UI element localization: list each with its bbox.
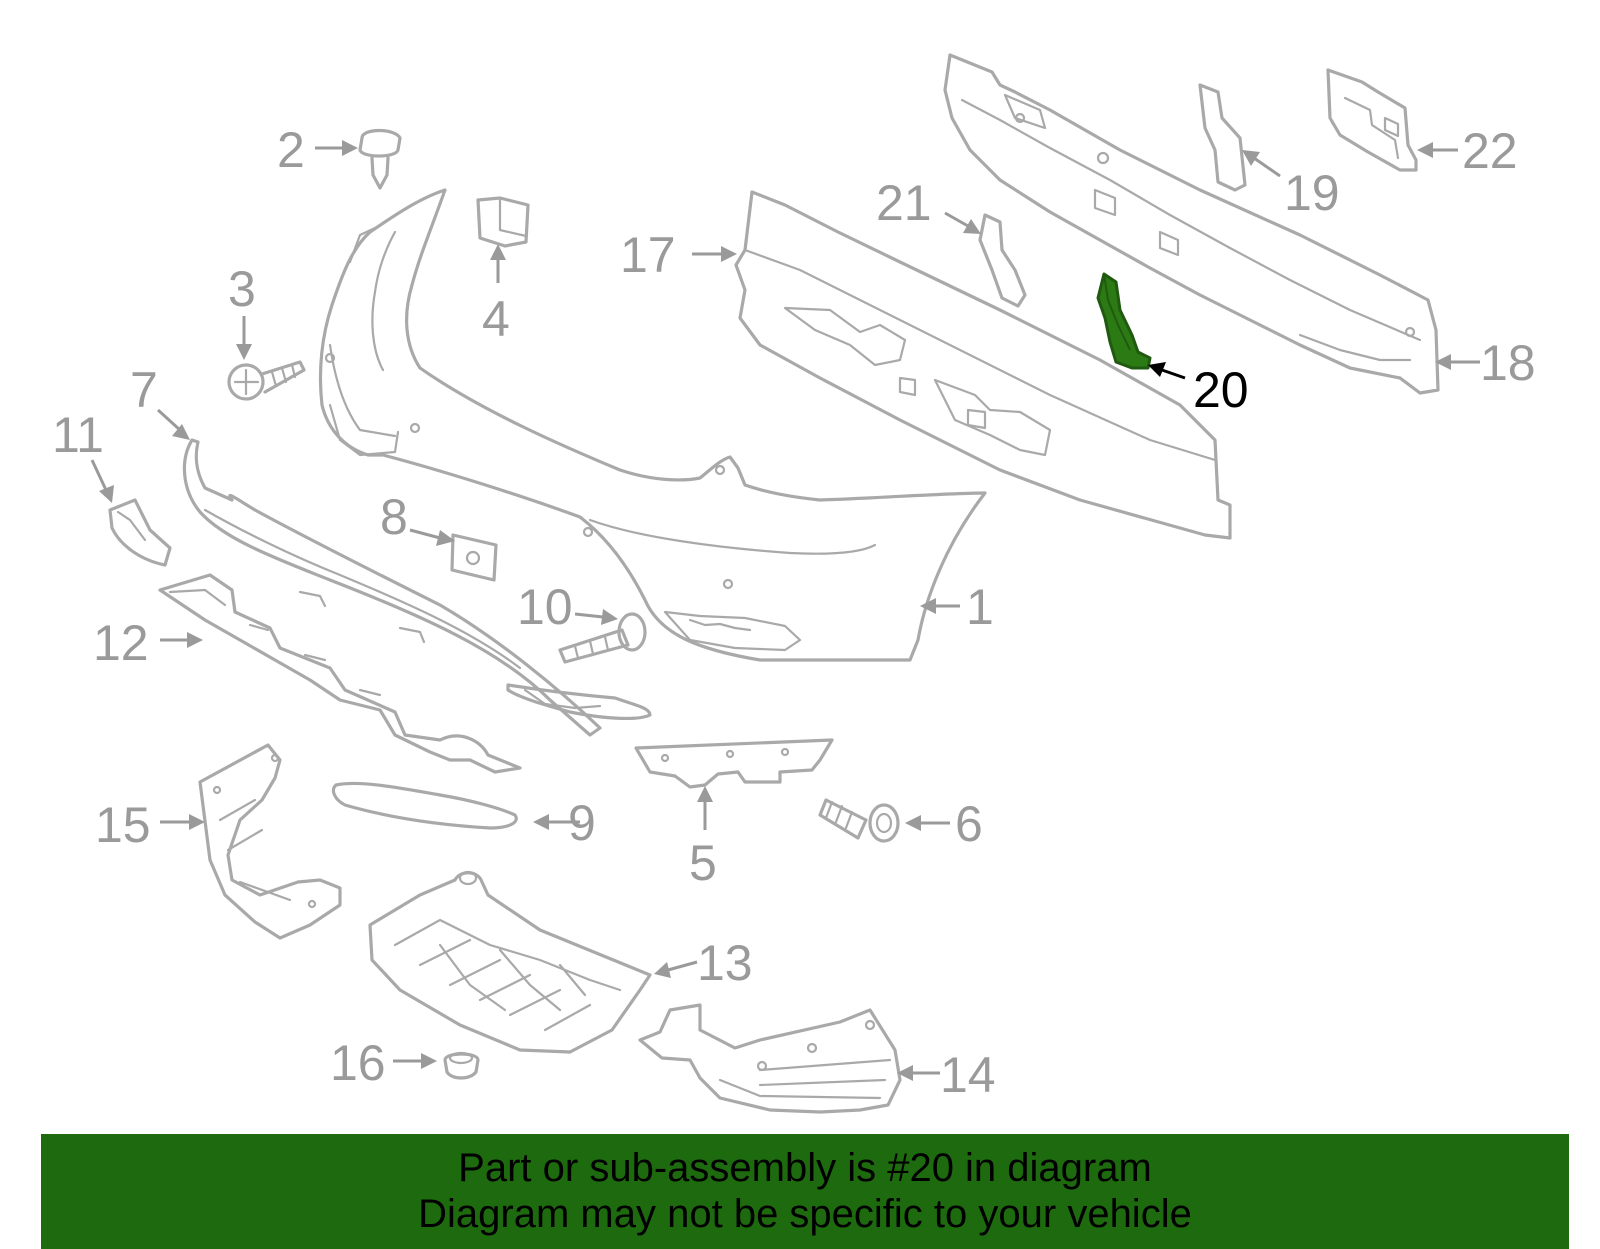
part-18-reinforcement: [943, 53, 1440, 395]
part-10-screw: [558, 612, 647, 664]
callout-22-label: 22: [1462, 123, 1518, 179]
callout-3: 3: [228, 261, 256, 360]
callout-4-label: 4: [482, 291, 510, 347]
callout-11: 11: [52, 407, 114, 503]
part-7-lower-valance: [182, 438, 652, 737]
callout-8: 8: [380, 489, 455, 546]
callout-15: 15: [95, 797, 205, 853]
callout-2-label: 2: [277, 122, 305, 178]
part-2-push-clip: [358, 128, 402, 190]
callout-16: 16: [330, 1035, 437, 1091]
part-1-bumper-cover: [318, 188, 987, 662]
callout-7: 7: [130, 362, 190, 440]
callout-21: 21: [876, 175, 981, 234]
callout-3-label: 3: [228, 261, 256, 317]
part-17-absorber: [734, 190, 1232, 540]
callout-18: 18: [1435, 335, 1536, 391]
part-14-deflector: [638, 1003, 902, 1114]
callout-17-label: 17: [620, 227, 676, 283]
part-20-highlighted-bracket: [1096, 272, 1152, 370]
callout-6: 6: [905, 796, 983, 852]
part-3-screw: [227, 360, 306, 401]
callout-20: 20: [1148, 362, 1249, 418]
callout-2: 2: [277, 122, 358, 178]
callout-5-label: 5: [689, 835, 717, 891]
callout-19-label: 19: [1284, 165, 1340, 221]
part-8-clip: [450, 533, 498, 582]
part-16-clip: [443, 1051, 480, 1080]
callout-12-label: 12: [93, 615, 149, 671]
callout-10-label: 10: [517, 579, 573, 635]
callout-18-label: 18: [1480, 335, 1536, 391]
callout-11-label: 11: [52, 407, 104, 463]
part-9-reflector: [331, 781, 518, 830]
callout-10: 10: [517, 579, 618, 635]
part-11-bracket: [108, 498, 172, 567]
callout-4: 4: [482, 244, 510, 347]
part-6-bolt: [818, 798, 900, 843]
part-12-diffuser: [158, 573, 522, 774]
callout-16-label: 16: [330, 1035, 386, 1091]
callout-9-label: 9: [568, 795, 596, 851]
part-5-side-bracket: [634, 738, 834, 789]
callout-5: 5: [689, 786, 717, 891]
part-13-under-shield: [368, 870, 652, 1054]
callout-15-label: 15: [95, 797, 151, 853]
callout-8-label: 8: [380, 489, 408, 545]
part-21-bracket: [978, 213, 1027, 308]
part-4-bracket: [476, 196, 530, 248]
callout-14-label: 14: [940, 1047, 996, 1103]
caption-line-1: Part or sub-assembly is #20 in diagram: [458, 1146, 1152, 1190]
callout-17: 17: [620, 227, 737, 283]
callout-13-label: 13: [697, 935, 753, 991]
callout-7-label: 7: [130, 362, 158, 418]
callout-21-label: 21: [876, 175, 932, 231]
callout-6-label: 6: [955, 796, 983, 852]
callout-14: 14: [897, 1047, 996, 1103]
caption-banner: Part or sub-assembly is #20 in diagram D…: [41, 1134, 1569, 1249]
callout-20-label: 20: [1193, 362, 1249, 418]
callout-22: 22: [1417, 123, 1518, 179]
callout-13: 13: [654, 935, 753, 991]
part-15-side-bracket: [198, 743, 342, 940]
part-19-bracket: [1198, 83, 1247, 192]
caption-line-2: Diagram may not be specific to your vehi…: [418, 1192, 1192, 1236]
callout-9: 9: [533, 795, 596, 851]
callout-1: 1: [920, 579, 994, 635]
callout-12: 12: [93, 615, 203, 671]
part-22-bracket: [1326, 68, 1418, 172]
callout-19: 19: [1242, 150, 1340, 221]
callout-1-label: 1: [966, 579, 994, 635]
